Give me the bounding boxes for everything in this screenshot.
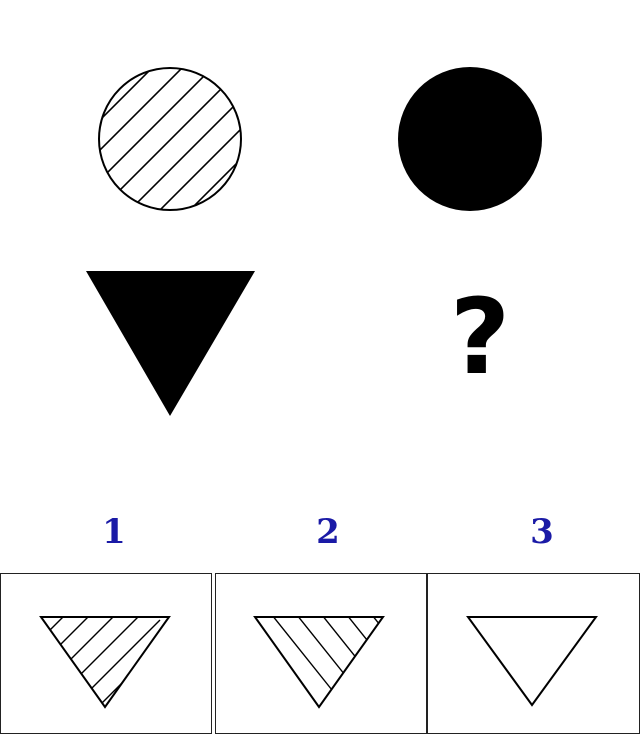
option-2-label: 2	[316, 512, 340, 552]
option-2-box[interactable]	[215, 573, 427, 734]
question-mark: ?	[449, 276, 511, 398]
option-1-label: 1	[102, 512, 126, 552]
option-3-triangle	[466, 616, 598, 707]
option-1-box[interactable]	[0, 573, 212, 734]
option-3-box[interactable]	[427, 573, 640, 734]
solid-triangle	[86, 271, 255, 416]
option-3-label: 3	[530, 512, 554, 552]
solid-circle	[398, 67, 542, 211]
hatched-circle	[98, 67, 242, 211]
